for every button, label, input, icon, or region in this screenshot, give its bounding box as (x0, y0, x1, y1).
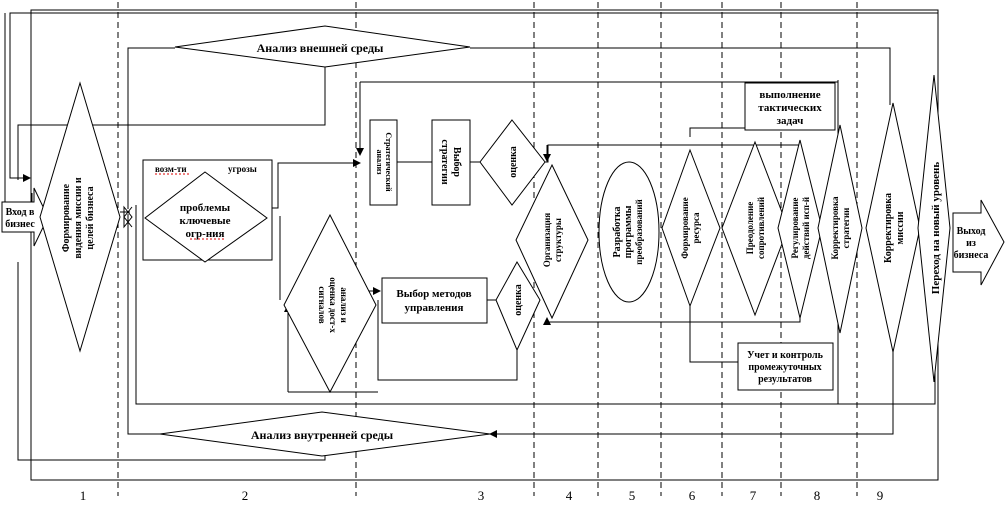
tactical-tasks-label-2: тактических (758, 102, 822, 114)
exit-label-2: из (966, 238, 976, 249)
stage-number: 4 (566, 488, 573, 503)
strategic-analysis-box: Стратегический анализ (369, 119, 398, 206)
internal-env-hexagon: Анализ внутренней среды (159, 411, 491, 457)
mission-correction-label-1: Корректировка (883, 193, 894, 263)
management-methods-label-2: управления (405, 302, 464, 314)
exit-arrow: Выход из бизнеса (952, 199, 1005, 286)
org-structure-label-2: структуры (553, 218, 563, 262)
overcome-resistance-label-1: Преодоление (745, 202, 755, 255)
external-env-label: Анализ внешней среды (257, 41, 384, 55)
transform-program-label-2: программы (623, 205, 634, 258)
strategic-analysis-label-2: анализ (375, 150, 384, 176)
analysis-label-2: оценка дост-х (328, 277, 338, 333)
analysis-label-1: анализ и (339, 287, 349, 323)
control-results-box: Учет и контроль промежуточных результато… (737, 342, 834, 391)
problems-diamond (144, 171, 268, 263)
stage-number: 3 (478, 488, 485, 503)
entry-label-2: бизнес (5, 219, 35, 230)
org-structure-diamond: Организация структуры (515, 163, 589, 320)
strategy-choice-label-2: стратегии (439, 139, 450, 184)
evaluation-label-bottom: оценка (513, 284, 524, 316)
entry-arrow: Вход в бизнес (1, 187, 49, 247)
evaluation-label-top: оценка (508, 146, 519, 178)
analysis-diamond: анализ и оценка дост-х сигналов (283, 213, 377, 394)
exit-label-3: бизнеса (954, 250, 989, 261)
entry-label-1: Вход в (6, 207, 35, 218)
exit-label-1: Выход (957, 226, 986, 237)
strategy-correction-label-2: стратегии (841, 208, 851, 249)
tactical-tasks-box: выполнение тактических задач (744, 82, 836, 131)
new-level-label: Переход на новый уровень (930, 162, 942, 295)
mission-label-1: Формирование (61, 183, 72, 252)
transform-program-label-3: преобразований (634, 199, 644, 264)
internal-env-label: Анализ внутренней среды (251, 428, 394, 442)
control-results-label-3: результатов (758, 374, 812, 385)
strategy-correction-label-1: Корректировка (830, 196, 840, 260)
problems-label-2: ключевые (180, 215, 231, 227)
org-structure-label-1: Организация (542, 213, 552, 267)
evaluation-diamond-top: оценка (479, 119, 546, 206)
analysis-label-3: сигналов (317, 286, 327, 323)
stage-number: 9 (877, 488, 884, 503)
transform-program-label-1: Разработка (612, 207, 623, 258)
mission-correction-diamond: Корректировка миссии (865, 102, 921, 353)
problems-label-3: огр-ния (186, 228, 225, 240)
stage-numbers: 1 2 3 4 5 6 7 8 9 (80, 488, 884, 503)
new-level-diamond: Переход на новый уровень (917, 74, 951, 383)
control-results-label-1: Учет и контроль (747, 350, 824, 361)
stage-number: 8 (814, 488, 821, 503)
stage-number: 7 (750, 488, 757, 503)
control-results-label-2: промежуточных (748, 362, 821, 373)
overcome-resistance-diamond: Преодоление сопротивлений (721, 140, 789, 317)
mission-diamond: Формирование видения миссии и целей бизн… (39, 81, 121, 353)
action-regulation-label-2: действий исп-й (801, 197, 811, 259)
evaluation-diamond-bottom: оценка (495, 261, 541, 352)
tactical-tasks-label-3: задач (777, 115, 804, 127)
action-regulation-label-1: Регулирование (790, 198, 800, 259)
strategy-correction-diamond: Корректировка стратегии (817, 124, 863, 334)
strategy-choice-box: Выбор стратегии (431, 119, 471, 206)
strategy-choice-label-1: Выбор (451, 147, 462, 177)
mission-correction-label-2: миссии (895, 211, 906, 244)
management-methods-label-1: Выбор методов (396, 288, 471, 300)
action-regulation-diamond: Регулирование действий исп-й (777, 139, 823, 319)
tactical-tasks-label-1: выполнение (759, 89, 820, 101)
stage-number: 5 (629, 488, 636, 503)
bowtie-mark (123, 205, 133, 229)
strategic-analysis-label-1: Стратегический (384, 132, 393, 192)
stage-number: 6 (689, 488, 696, 503)
mission-label-2: видения миссии и (73, 177, 84, 259)
opportunities-label: возм-ти (155, 164, 187, 174)
resource-formation-label-1: Формирование (680, 197, 690, 258)
external-env-hexagon: Анализ внешней среды (174, 25, 471, 68)
resource-formation-diamond: Формирование ресурса (661, 148, 721, 308)
threats-label: угрозы (228, 164, 257, 174)
stage-number: 2 (242, 488, 249, 503)
stage-number: 1 (80, 488, 87, 503)
mission-label-3: целей бизнеса (85, 186, 96, 249)
management-methods-box: Выбор методов управления (381, 277, 488, 324)
problems-label-1: проблемы (180, 202, 231, 214)
transform-program-ellipse: Разработка программы преобразований (598, 161, 660, 303)
overcome-resistance-label-2: сопротивлений (756, 197, 766, 259)
swot-box: возм-ти угрозы проблемы ключевые огр-ния (142, 159, 273, 263)
resource-formation-label-2: ресурса (691, 212, 701, 244)
